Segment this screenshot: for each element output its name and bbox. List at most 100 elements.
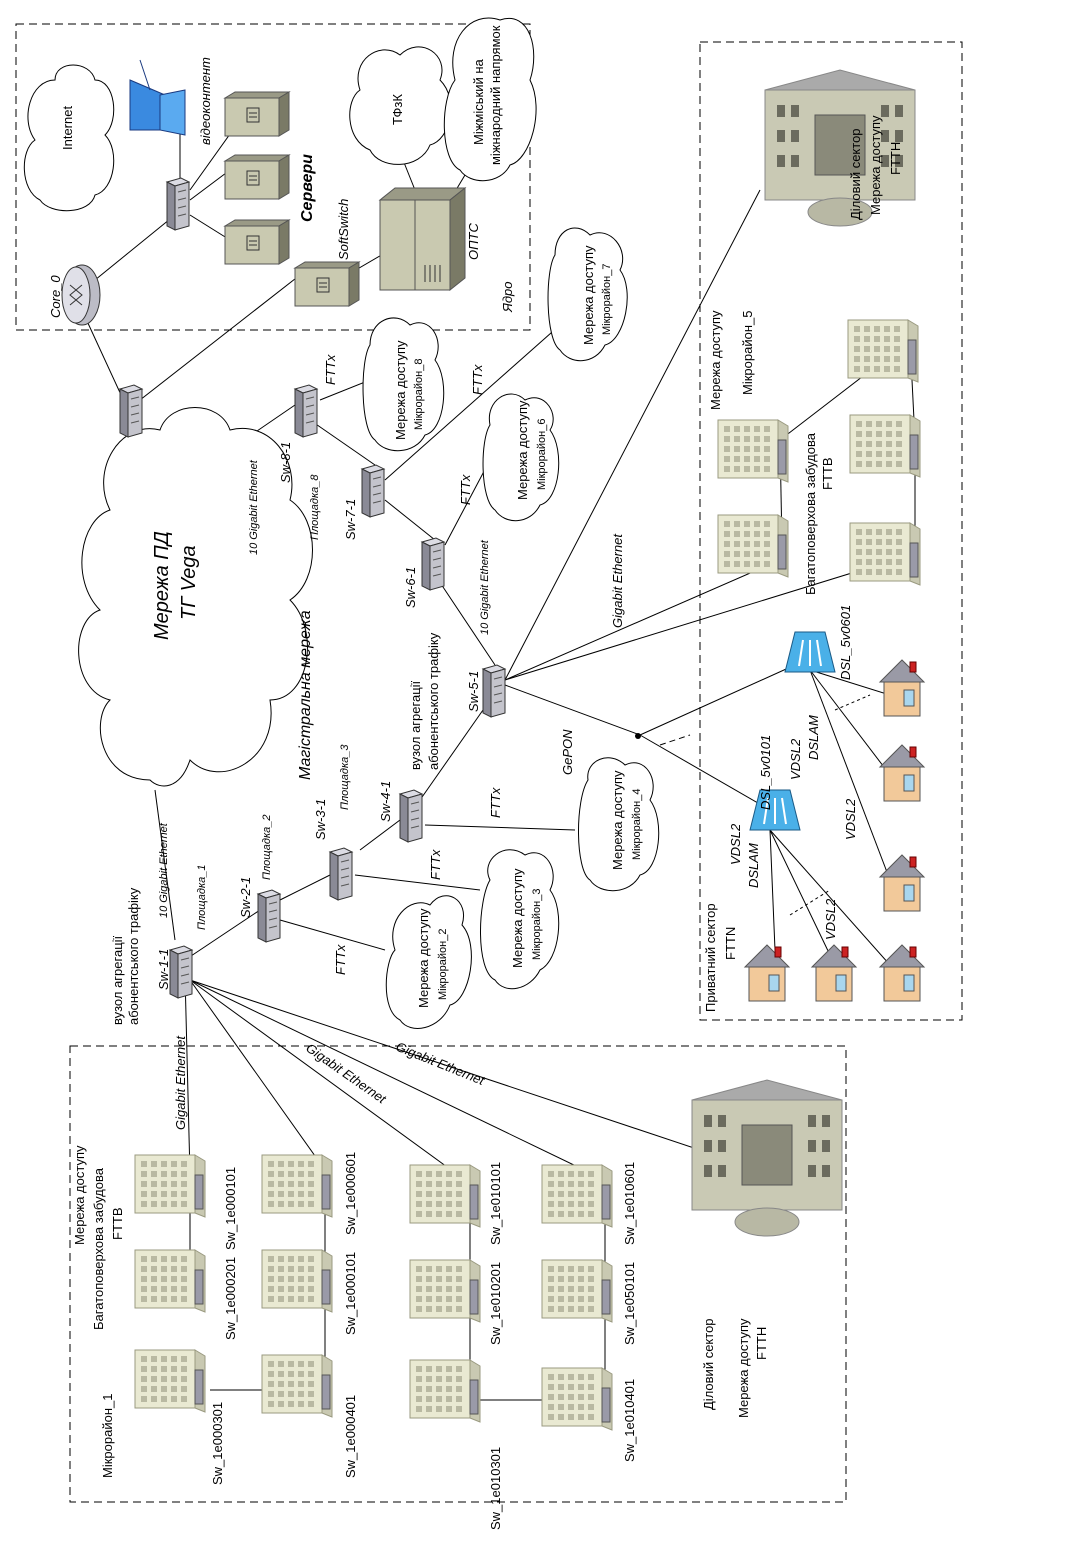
business-building-icon — [691, 1079, 843, 1237]
fttb-label: Багатоповерхова забудова — [803, 432, 818, 595]
link-label: FTTx — [333, 944, 348, 975]
access-label: Мікрорайон_6 — [536, 419, 548, 490]
link-label: GePON — [560, 729, 575, 775]
access-label: Мікрорайон_8 — [413, 359, 425, 430]
zone-left — [69, 1045, 847, 1503]
business-left-label: Діловий сектор — [701, 1318, 716, 1410]
access-label: Мережа доступу — [515, 400, 530, 500]
sw-label: Sw-8-1 — [278, 442, 293, 483]
intl-label-2: міжнародний напрямок — [488, 25, 503, 165]
building-icon — [847, 319, 919, 383]
building-icon — [717, 419, 789, 483]
core-zone — [15, 23, 531, 331]
building-switch-label: Sw_1e010201 — [488, 1262, 503, 1345]
backbone-cloud-subtitle: ТГ Vega — [178, 545, 200, 620]
magistral-label: Магістральна мережа — [297, 610, 314, 780]
house-icon — [879, 744, 925, 802]
agg-label: абонентського трафіку — [126, 887, 141, 1025]
switch-sw-4-1[interactable] — [399, 789, 423, 843]
building-icon — [409, 1164, 481, 1228]
access-label: Мережа доступу — [581, 245, 596, 345]
sw-label: Sw-1-1 — [156, 949, 171, 990]
switch-sw-3-1[interactable] — [329, 847, 353, 901]
core-router-label: Core_0 — [48, 275, 63, 318]
backbone-cloud — [78, 407, 313, 787]
building-icon — [261, 1154, 333, 1218]
house-icon — [811, 944, 857, 1002]
internet-label: Internet — [60, 106, 75, 150]
mkr5-label: Мережа доступу — [708, 310, 723, 410]
backbone-cloud-title: Мережа ПД — [151, 531, 173, 640]
link-label: FTTx — [488, 787, 503, 818]
switch-sw-7-1[interactable] — [361, 464, 385, 518]
fttb-left-label: FTTB — [110, 1208, 125, 1241]
house-icon — [744, 944, 790, 1002]
intl-label-1: Міжміський на — [471, 58, 486, 145]
house-icon — [879, 944, 925, 1002]
business-left-label: Мережа доступу — [736, 1318, 751, 1418]
switch-sw-8-1[interactable] — [294, 384, 318, 438]
server-icon[interactable] — [224, 154, 290, 200]
district-label: Мікрорайон_1 — [100, 1394, 115, 1478]
switch-sw-6-1[interactable] — [421, 537, 445, 591]
video-switch-icon[interactable] — [166, 177, 190, 231]
server-icon[interactable] — [224, 219, 290, 265]
link-label: FTTx — [470, 364, 485, 395]
access-clouds — [362, 227, 660, 1029]
switch-sw-5-1[interactable] — [482, 664, 506, 718]
server-icon[interactable] — [224, 91, 290, 137]
link-label: 10 Gigabit Ethernet — [248, 459, 260, 555]
sw-label: Sw-6-1 — [403, 567, 418, 608]
link-label: Gigabit Ethernet — [610, 533, 625, 628]
business-left-label: FTTH — [754, 1327, 769, 1360]
dslam-label: DSLAM — [806, 715, 821, 760]
link-label: VDSL2 — [823, 898, 838, 940]
site-label: Площадка_1 — [196, 864, 208, 930]
building-switch-label: Sw_1e000101 — [223, 1167, 238, 1250]
opts-icon[interactable] — [378, 186, 467, 292]
building-icon — [541, 1367, 613, 1431]
link-label: 10 Gigabit Ethernet — [158, 822, 170, 918]
access-label: Мережа доступу — [393, 340, 408, 440]
building-switch-label: Sw_1e000301 — [210, 1402, 225, 1485]
building-icon — [134, 1249, 206, 1313]
servers-label: Сервери — [299, 154, 316, 222]
agg-label: абонентського трафіку — [426, 632, 441, 770]
sw-label: Sw-2-1 — [238, 877, 253, 918]
dslam-icon[interactable] — [784, 631, 836, 673]
core-router-icon[interactable] — [61, 264, 101, 326]
building-icon — [717, 514, 789, 578]
link-label: VDSL2 — [843, 798, 858, 840]
softswitch-label: SoftSwitch — [336, 199, 351, 260]
switch-sw-1-1[interactable] — [169, 945, 193, 999]
building-switch-label: Sw_1e010601 — [622, 1162, 637, 1245]
building-switch-label: Sw_1e000601 — [343, 1152, 358, 1235]
link-label: FTTx — [428, 849, 443, 880]
business-label: FTTH — [888, 142, 903, 175]
building-icon — [409, 1259, 481, 1323]
opts-label: ОПТС — [466, 223, 481, 260]
link-label: FTTx — [323, 354, 338, 385]
building-switch-label: Sw_1e000201 — [223, 1257, 238, 1340]
link-label: VDSL2 — [788, 738, 803, 780]
core-zone-label: Ядро — [500, 281, 515, 313]
link-label: Gigabit Ethernet — [173, 1035, 188, 1130]
agg-label: вузол агрегації — [110, 935, 125, 1025]
sw-label: Sw-5-1 — [466, 671, 481, 712]
switch-sw-2-1[interactable] — [257, 889, 281, 943]
softswitch-icon[interactable] — [294, 261, 360, 307]
private-label: Приватний сектор — [703, 903, 718, 1012]
building-icon — [409, 1359, 481, 1423]
building-icon — [261, 1249, 333, 1313]
agg-label: вузол агрегації — [408, 680, 423, 770]
access-label: Мережа доступу — [510, 868, 525, 968]
dsl-label: DSL_5v0101 — [758, 735, 773, 810]
tfzk-label: ТФзК — [390, 94, 405, 125]
business-label: Мережа доступу — [868, 115, 883, 215]
dsl-label: DSL_5v0601 — [838, 605, 853, 680]
building-switch-label: Sw_1e050101 — [622, 1262, 637, 1345]
link-label: 10 Gigabit Ethernet — [479, 539, 491, 635]
core-switch-icon[interactable] — [119, 384, 143, 438]
building-switch-label: Sw_1e010101 — [488, 1162, 503, 1245]
building-icon — [541, 1259, 613, 1323]
